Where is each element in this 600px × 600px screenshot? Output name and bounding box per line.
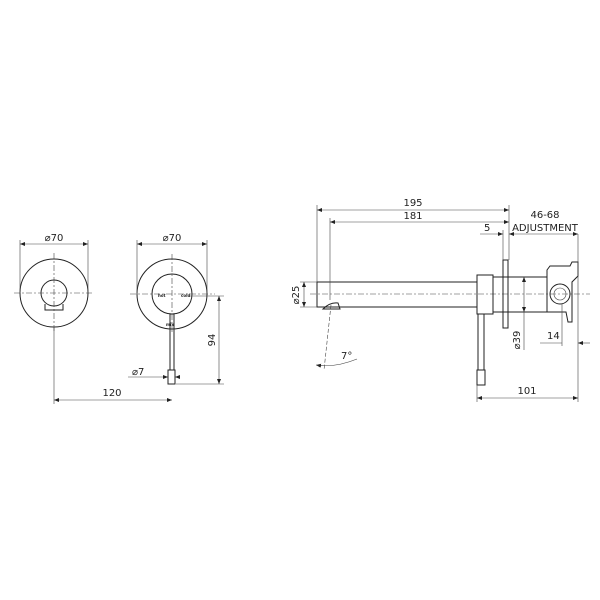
adjustment-label: ADJUSTMENT: [512, 223, 579, 234]
wall-flange: [502, 259, 509, 329]
handle-front-view: hot cold mix ⌀70 94 ⌀7: [128, 233, 224, 385]
spout-collar: [476, 274, 494, 315]
depth-label: 14: [547, 331, 560, 342]
spout: [316, 281, 478, 308]
spout-diameter-label: ⌀25: [291, 286, 302, 305]
angle-line: [323, 304, 332, 371]
valve-body: [492, 276, 548, 313]
lever-length-label: 94: [207, 334, 218, 347]
flange-thickness-label: 5: [484, 223, 490, 234]
angle-label: 7°: [341, 351, 352, 362]
offset-label: 120: [102, 388, 121, 399]
mounting-bracket: [546, 261, 579, 323]
side-view: 195 181 5 46-68 ADJUSTMENT ⌀25 ⌀39 7° 14…: [291, 198, 590, 402]
body-length-label: 101: [517, 386, 536, 397]
handle-diameter-label: ⌀70: [163, 233, 182, 244]
hot-mark: hot: [158, 293, 166, 298]
angle-arc: [315, 358, 358, 368]
cold-mark: cold: [181, 293, 190, 298]
side-lever-tip: [476, 369, 486, 386]
spout-length-label: 181: [403, 211, 422, 222]
valve-cartridge: [549, 283, 571, 305]
lever-tip-diameter-label: ⌀7: [132, 367, 144, 378]
side-lever: [477, 313, 485, 371]
cover-plate-view: ⌀70 120: [14, 233, 172, 404]
lever-tip: [167, 369, 176, 385]
overall-length-label: 195: [403, 198, 422, 209]
body-diameter-label: ⌀39: [512, 331, 523, 350]
adjustment-range-label: 46-68: [530, 210, 559, 221]
cover-diameter-label: ⌀70: [45, 233, 64, 244]
aerator: [321, 302, 341, 310]
